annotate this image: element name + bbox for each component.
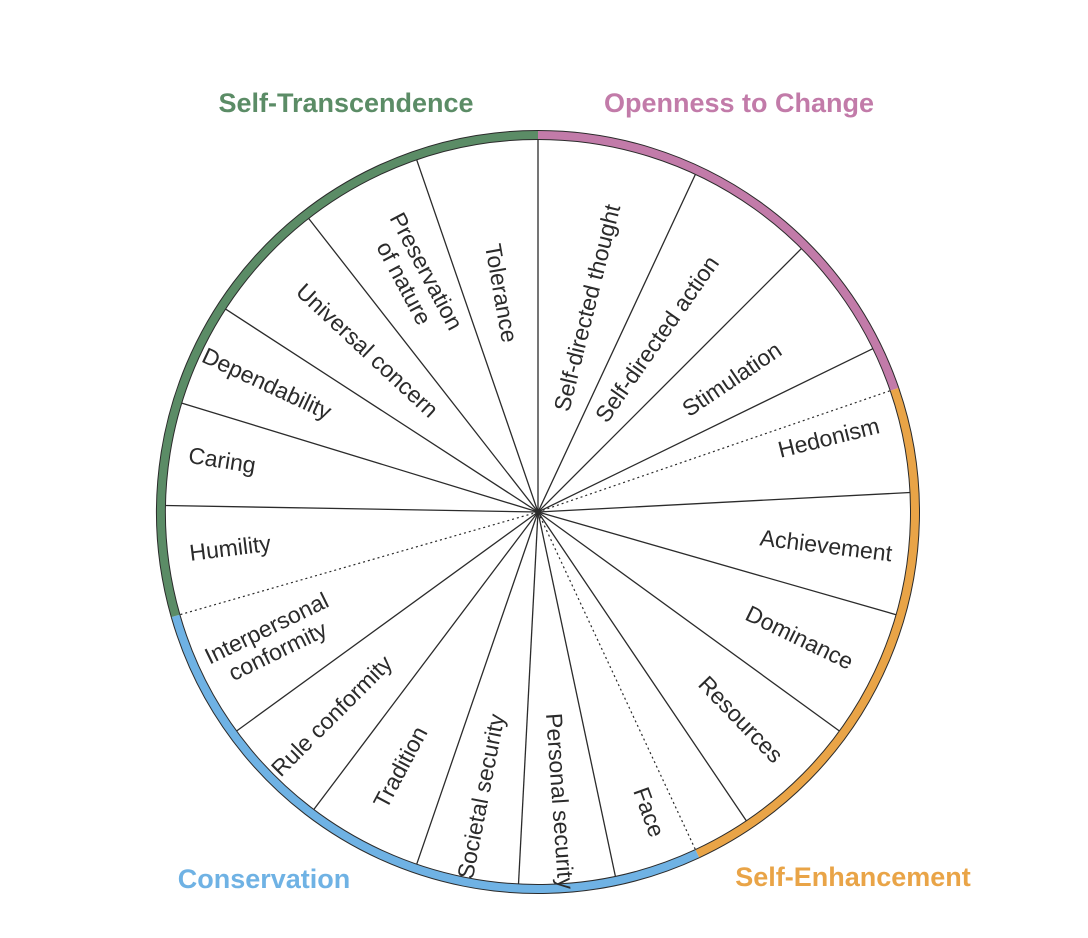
sector-divider (537, 491, 911, 513)
arc-openness-to-change (537, 130, 899, 391)
shared-value-divider (537, 511, 696, 850)
rim-edge (695, 390, 911, 851)
sector-divider (537, 511, 747, 822)
sector-divider (165, 504, 539, 513)
wheel-hub (535, 509, 541, 515)
sector-divider (416, 159, 539, 513)
group-label-openness-to-change: Openness to Change (604, 88, 874, 118)
group-label-self-enhancement: Self-Enhancement (735, 862, 971, 892)
sector-divider (236, 511, 539, 732)
sector-divider (537, 248, 802, 513)
rim-edge (179, 614, 696, 885)
arc-self-transcendence (156, 130, 539, 618)
rim-edge (156, 130, 539, 618)
sector-divider (537, 174, 696, 513)
rim-edge (165, 139, 539, 615)
rim-edge (537, 139, 891, 391)
arc-self-enhancement (695, 387, 920, 858)
shared-value-divider (179, 511, 539, 616)
sector-divider (517, 511, 539, 885)
sector-divider (537, 511, 617, 877)
sector-divider (537, 511, 840, 732)
group-label-self-transcendence: Self-Transcendence (218, 88, 473, 118)
rim-edge (170, 617, 700, 894)
shared-value-divider (537, 390, 891, 513)
sector-divider (537, 348, 874, 513)
sector-divider (308, 218, 539, 513)
arc-conservation (171, 614, 700, 894)
sector-divider (225, 308, 539, 513)
rim-edge (698, 387, 920, 859)
sector-divider (537, 511, 897, 616)
rim-edge (537, 130, 900, 388)
sector-divider (313, 511, 539, 810)
group-label-conservation: Conservation (178, 864, 351, 894)
sector-divider (416, 511, 539, 865)
sector-divider (181, 402, 539, 513)
